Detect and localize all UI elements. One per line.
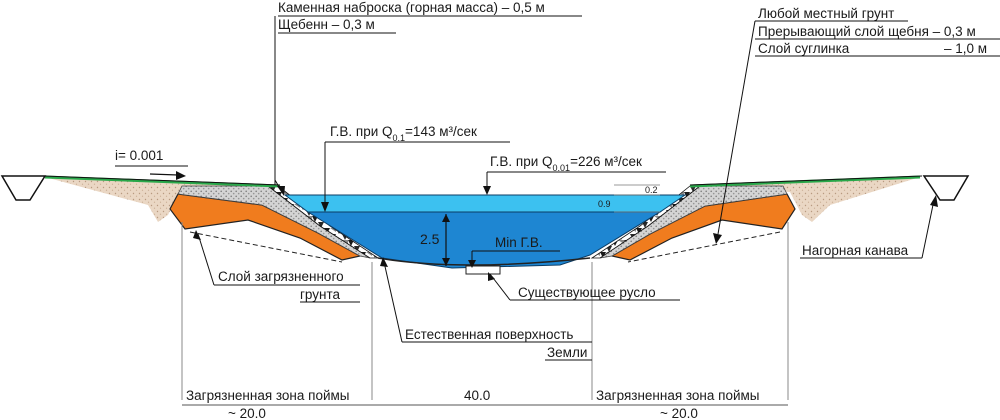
riprap-label: Каменная наброска (горная масса) – 0,5 м	[278, 0, 545, 15]
loam-label-value: – 1,0 м	[944, 41, 987, 56]
width-right-label: ~ 20.0	[660, 406, 698, 420]
crest-right	[689, 175, 923, 186]
contaminated-line-right	[627, 231, 781, 263]
min-water-label: Min Г.В.	[495, 235, 543, 250]
water-high-band	[283, 194, 687, 213]
contaminated-layer-label-2: грунта	[300, 287, 341, 302]
contaminated-layer-label-1: Слой загрязненного	[218, 269, 344, 284]
gravel-label: Щебенн – 0,3 м	[278, 17, 375, 32]
break-layer-label: Прерывающий слой щебня – 0,3 м	[758, 24, 976, 39]
existing-channel-label: Существующее русло	[518, 285, 656, 300]
high-water-0.01-label: Г.В. при Q0.01=226 м³/сек	[490, 154, 642, 173]
upland-ditch-left	[0, 175, 47, 201]
width-center-label: 40.0	[464, 388, 490, 403]
dim-0.2: 0.2	[645, 185, 658, 195]
water-main	[306, 211, 662, 269]
zone-right-label: Загрязненная зона поймы	[596, 388, 760, 403]
zone-left-label: Загрязненная зона поймы	[186, 388, 350, 403]
contaminated-line-left	[189, 231, 343, 263]
upland-ditch-label: Нагорная канава	[802, 243, 909, 258]
width-left-label: ~ 20.0	[228, 406, 266, 420]
depth-label: 2.5	[420, 231, 440, 247]
crest-left	[43, 175, 281, 186]
natural-surface-label-2: Земли	[547, 345, 587, 360]
grass-right	[689, 175, 921, 188]
high-water-0.1-label: Г.В. при Q0.1=143 м³/сек	[330, 124, 477, 143]
grass-left	[44, 175, 281, 188]
upland-ditch-right	[922, 175, 970, 201]
loam-label-name: Слой суглинка	[758, 41, 850, 56]
existing-channel	[465, 265, 501, 275]
dim-0.9: 0.9	[598, 199, 611, 209]
local-soil-label: Любой местный грунт	[758, 6, 894, 21]
natural-surface-label-1: Естественная поверхность	[405, 327, 573, 342]
slope-label: i= 0.001	[115, 148, 163, 163]
soil-left	[45, 177, 270, 222]
